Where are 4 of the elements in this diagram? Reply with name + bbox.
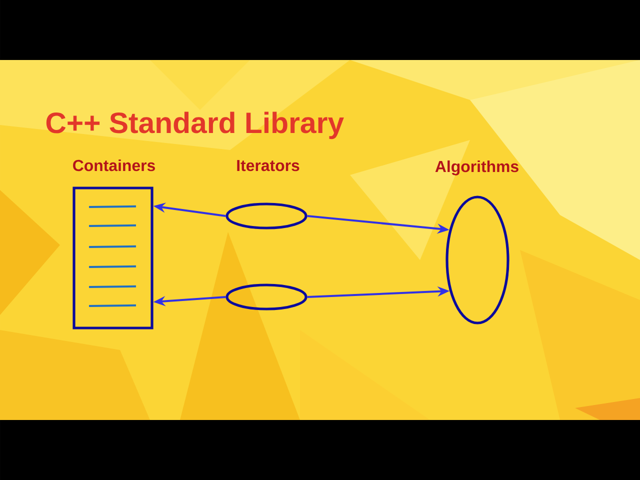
title: C++ Standard Library [46, 112, 344, 140]
column-heading: Iterators [237, 160, 300, 172]
column-heading: Algorithms [435, 160, 518, 176]
column-heading: Containers [73, 159, 155, 172]
